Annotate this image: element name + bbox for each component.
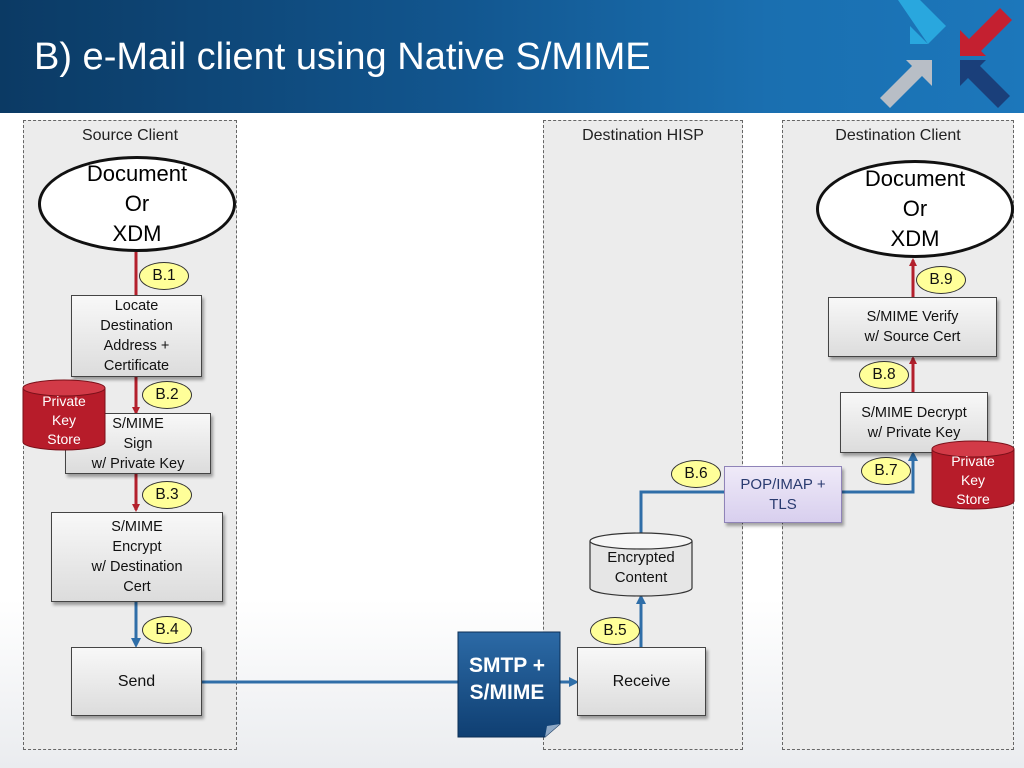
step-badge-b4: B.4 [142,616,192,644]
source-document-ellipse: Document Or XDM [38,156,236,252]
step-badge-b2: B.2 [142,381,192,409]
destination-document-ellipse: Document Or XDM [816,160,1014,258]
step-badge-b1: B.1 [139,262,189,290]
lane-title-hisp: Destination HISP [582,127,704,144]
slide-header: B) e-Mail client using Native S/MIME [0,0,1024,113]
step-badge-b5: B.5 [590,617,640,645]
locate-destination-box: Locate Destination Address + Certificate [71,295,202,377]
step-badge-b7: B.7 [861,457,911,485]
logo-arrow-blue [898,0,946,44]
logo-arrow-red [966,8,1012,54]
brand-logo [880,0,1012,108]
step-badge-b6: B.6 [671,460,721,488]
logo-arrowhead-blue [910,26,928,44]
pop-imap-tls-box: POP/IMAP + TLS [724,466,842,523]
swimlane-destination-hisp: Destination HISP [543,120,743,750]
receive-box: Receive [577,647,706,716]
slide-title: B) e-Mail client using Native S/MIME [34,36,651,78]
send-box: Send [71,647,202,716]
smime-verify-box: S/MIME Verify w/ Source Cert [828,297,997,357]
logo-arrowhead-red [960,30,986,56]
destination-key-store-label: Private Key Store [951,453,995,507]
smime-encrypt-box: S/MIME Encrypt w/ Destination Cert [51,512,223,602]
step-badge-b8: B.8 [859,361,909,389]
lane-title-destination: Destination Client [835,127,961,144]
lane-title-source: Source Client [81,127,179,144]
arrow-pop-to-decrypt [842,451,918,494]
step-badge-b3: B.3 [142,481,192,509]
step-badge-b9: B.9 [916,266,966,294]
logo-arrowhead-navy [960,60,986,86]
logo-arrow-navy [966,64,1010,108]
logo-arrowhead-grey [906,60,932,86]
arrow-encrypted-to-pop [639,490,724,538]
encrypted-content-label: Encrypted Content [607,549,675,586]
smtp-smime-label: SMTP + S/MIME [468,654,546,704]
logo-arrow-grey [880,62,926,108]
source-key-store-label: Private Key Store [42,393,86,447]
